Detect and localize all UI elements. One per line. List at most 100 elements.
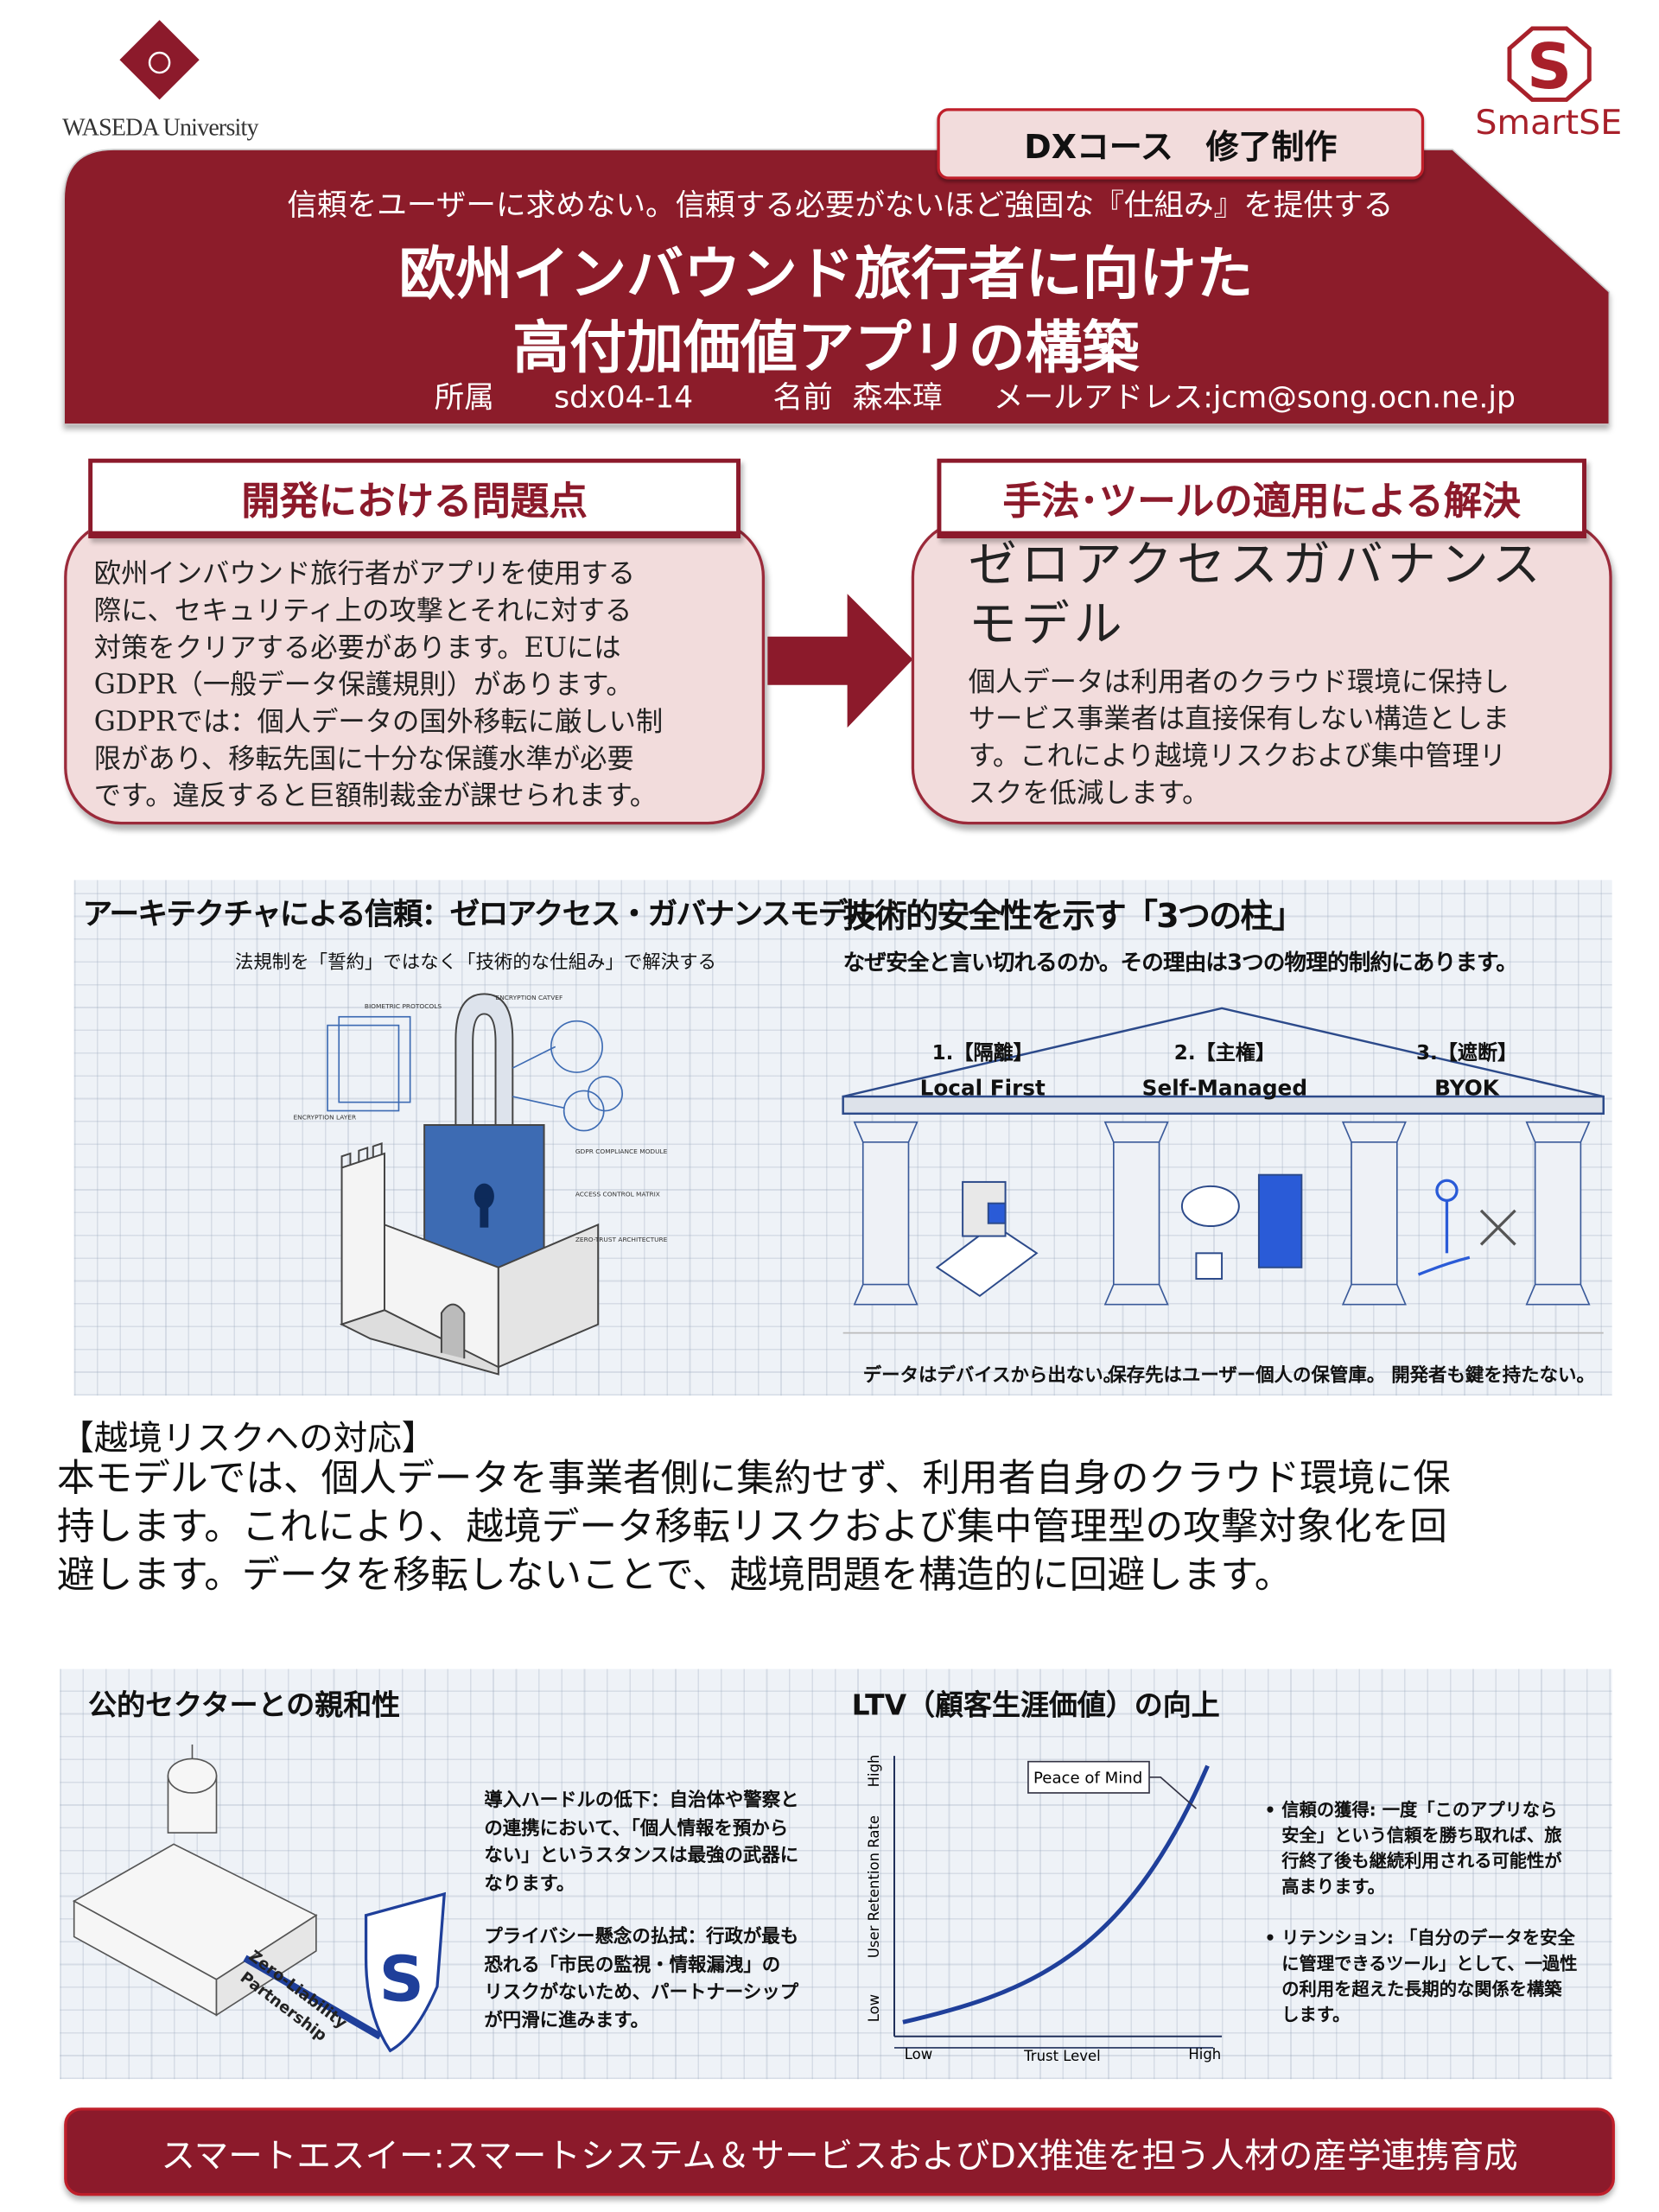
public-sector-panel	[60, 1669, 1612, 2080]
label-gdpr-compliance-module: GDPR COMPLIANCE MODULE	[575, 1147, 668, 1155]
problem-text: 欧州インバウンド旅行者がアプリを使用する 際に、セキュリティ上の攻撃とそれに対す…	[94, 556, 663, 815]
ltv-bullet-2-line: に管理できるツール」として、一過性	[1281, 1954, 1578, 1974]
footer-banner: スマートエスイー:スマートシステム＆サービスおよびDX推進を担う人材の産学連携育…	[64, 2107, 1615, 2196]
name-label: 名前	[772, 380, 833, 415]
title-line-2: 高付加価値アプリの構築	[512, 315, 1140, 382]
label-zero-trust-architecture: ZERO-TRUST ARCHITECTURE	[575, 1236, 668, 1243]
ltv-bullet-2: • リテンション: 「自分のデータを安全 に管理できるツール」として、一過性 の…	[1265, 1925, 1578, 2028]
public-sector-para2-line: が円滑に進みます。	[484, 2010, 650, 2032]
solution-model-name: ゼロアクセスガバナンス モデル	[969, 536, 1545, 655]
svg-text:S: S	[379, 1944, 424, 2017]
public-sector-para2-line: プライバシー懸念の払拭：行政が最も	[484, 1926, 799, 1948]
email-value: jcm@song.ocn.ne.jp	[1212, 380, 1516, 415]
label-biometric-protocols: BIOMETRIC PROTOCOLS	[365, 1002, 442, 1010]
ltv-bullet-2-line: リテンション: 「自分のデータを安全	[1281, 1928, 1575, 1948]
crossborder-heading: 【越境リスクへの対応】	[60, 1418, 436, 1459]
affiliation-label: 所属	[434, 380, 494, 415]
pillar-1-name: Local First	[919, 1075, 1046, 1101]
cloud-server-icon	[1180, 1173, 1303, 1280]
pillar-1-num: 1.【隔離】	[931, 1042, 1033, 1065]
waseda-emblem-icon	[119, 20, 200, 100]
label-access-control-matrix: ACCESS CONTROL MATRIX	[575, 1190, 660, 1198]
pillar-2-name: Self-Managed	[1141, 1075, 1308, 1101]
problem-line: 対策をクリアする必要があります。EUには	[93, 632, 621, 664]
ltv-bullet-1-line: 信頼の獲得: 一度「このアプリなら	[1281, 1800, 1558, 1821]
solution-line: 個人データは利用者のクラウド環境に保持し	[968, 666, 1510, 698]
y-high-label: High	[866, 1755, 882, 1788]
y-low-label: Low	[866, 1994, 882, 2022]
problem-heading: 開発における問題点	[241, 479, 588, 524]
problem-line: GDPRでは：個人データの国外移転に厳しい制	[93, 706, 664, 738]
ltv-bullet-1-line: 高まります。	[1281, 1877, 1385, 1897]
crossborder-line: 避します。データを移転しないことで、越境問題を構造的に回避します。	[56, 1554, 1293, 1599]
problem-heading-tab: 開発における問題点	[88, 458, 741, 538]
public-sector-para1-line: の連携において、「個人情報を預から	[484, 1817, 789, 1840]
ltv-title: LTV（顧客生涯価値）の向上	[851, 1687, 1220, 1722]
solution-line: す。これにより越境リスクおよび集中管理リ	[968, 741, 1507, 772]
crossborder-line: 本モデルでは、個人データを事業者側に集約せず、利用者自身のクラウド環境に保	[56, 1457, 1451, 1502]
ltv-bullet-1: • 信頼の獲得: 一度「このアプリなら 安全」という信頼を勝ち取れば、旅 行終了…	[1265, 1797, 1578, 1900]
course-tab-label: DXコース 修了制作	[1024, 129, 1338, 167]
solution-heading: 手法･ツールの適用による解決	[1002, 479, 1521, 524]
right-arrow-icon	[767, 594, 913, 728]
x-axis-label: Trust Level	[1023, 2048, 1101, 2064]
title-line-1: 欧州インバウンド旅行者に向けた	[398, 242, 1254, 308]
key-hand-icon	[1417, 1179, 1516, 1276]
bullet-icon: •	[1264, 1800, 1276, 1821]
solution-text: 個人データは利用者のクラウド環境に保持し サービス事業者は直接保有しない構造とし…	[969, 664, 1510, 811]
course-tab: DXコース 修了制作	[937, 108, 1425, 180]
ltv-chart: Peace of Mind Low Trust Level High Low U…	[866, 1755, 1223, 2064]
smartse-logo: S SmartSE	[1446, 26, 1652, 143]
pillar-3-name: BYOK	[1434, 1075, 1499, 1101]
solution-line: サービス事業者は直接保有しない構造としま	[968, 703, 1510, 735]
retention-curve	[902, 1764, 1210, 2024]
architecture-subtitle: 法規制を「誓約」ではなく「技術的な仕組み」で解決する	[234, 952, 717, 975]
solution-line: スクを低減します。	[968, 777, 1210, 810]
header-banner-shape	[63, 149, 1611, 425]
public-sector-para1-line: ない」というスタンスは最強の武器に	[484, 1845, 799, 1867]
problem-line: 欧州インバウンド旅行者がアプリを使用する	[93, 558, 636, 590]
public-sector-title: 公的セクターとの親和性	[88, 1687, 401, 1722]
solution-model-line: ゼロアクセスガバナンス	[968, 537, 1545, 594]
architecture-infographic	[73, 880, 1612, 1396]
waseda-logo-text: WASEDA University	[62, 113, 258, 142]
pillar-1-label: 1.【隔離】 Local First	[912, 1037, 1054, 1105]
waseda-logo: WASEDA University	[29, 17, 292, 145]
public-sector-para2-line: リスクがないため、パートナーシップ	[484, 1982, 799, 2004]
public-sector-para2-line: 恐れる「市民の監視・情報漏洩」の	[484, 1955, 781, 1976]
x-low-label: Low	[905, 2046, 932, 2063]
smartse-emblem-icon: S	[1506, 26, 1591, 104]
name-value: 森本璋	[852, 380, 943, 415]
ltv-bullet-1-line: 行終了後も継続利用される可能性が	[1281, 1851, 1562, 1872]
pillars-subtitle: なぜ安全と言い切れるのか。その理由は3つの物理的制約にあります。	[842, 950, 1518, 976]
smartse-logo-text: SmartSE	[1475, 102, 1623, 143]
y-axis-label: User Retention Rate	[866, 1815, 882, 1958]
affiliation-value: sdx04-14	[554, 380, 694, 415]
problem-box	[64, 519, 766, 825]
architecture-title: アーキテクチャによる信頼：ゼロアクセス・ガバナンスモデル	[82, 897, 877, 931]
ltv-bullets: • 信頼の獲得: 一度「このアプリなら 安全」という信頼を勝ち取れば、旅 行終了…	[1265, 1797, 1578, 2028]
solution-box	[911, 519, 1612, 825]
ltv-bullet-2-line: します。	[1281, 2005, 1351, 2025]
pillar-2-label: 2.【主権】 Self-Managed	[1139, 1037, 1310, 1105]
svg-text:S: S	[1526, 31, 1571, 102]
tagline: 信頼をユーザーに求めない。信頼する必要がないほど強固な『仕組み』を提供する	[287, 188, 1394, 223]
pillar-columns	[853, 1121, 1591, 1306]
castle-padlock-illustration: BIOMETRIC PROTOCOLS ENCRYPTION CATVEF EN…	[294, 993, 668, 1376]
problem-line: 限があり、移転先国に十分な保護水準が必要	[93, 743, 634, 775]
pillar-3-caption: 開発者も鍵を持たない。	[1391, 1365, 1595, 1388]
pillar-3-num: 3.【遮断】	[1415, 1042, 1518, 1065]
crossborder-line: 持します。これにより、越境データ移転リスクおよび集中管理型の攻撃対象化を回	[56, 1505, 1447, 1550]
public-sector-text: 導入ハードルの低下：自治体や警察と の連携において、「個人情報を預から ない」と…	[484, 1787, 798, 2035]
label-encryption-layer: ENCRYPTION LAYER	[294, 1113, 357, 1121]
author-info: 所属 sdx04-14 名前森本璋 メールアドレス:jcm@song.ocn.ne.j…	[435, 374, 1516, 416]
email-label: メールアドレス:	[993, 380, 1213, 415]
annotation-text: Peace of Mind	[1033, 1769, 1142, 1787]
pillar-1-caption: データはデバイスから出ない。	[862, 1365, 1122, 1388]
bullet-icon: •	[1264, 1928, 1276, 1948]
problem-line: GDPR（一般データ保護規則）があります。	[93, 669, 633, 701]
problem-line: 際に、セキュリティ上の攻撃とそれに対する	[93, 594, 632, 627]
government-building-illustration: S Zero-Liability Partnership	[73, 1744, 447, 2053]
problem-line: です。違反すると巨額制裁金が課せられます。	[93, 780, 658, 812]
